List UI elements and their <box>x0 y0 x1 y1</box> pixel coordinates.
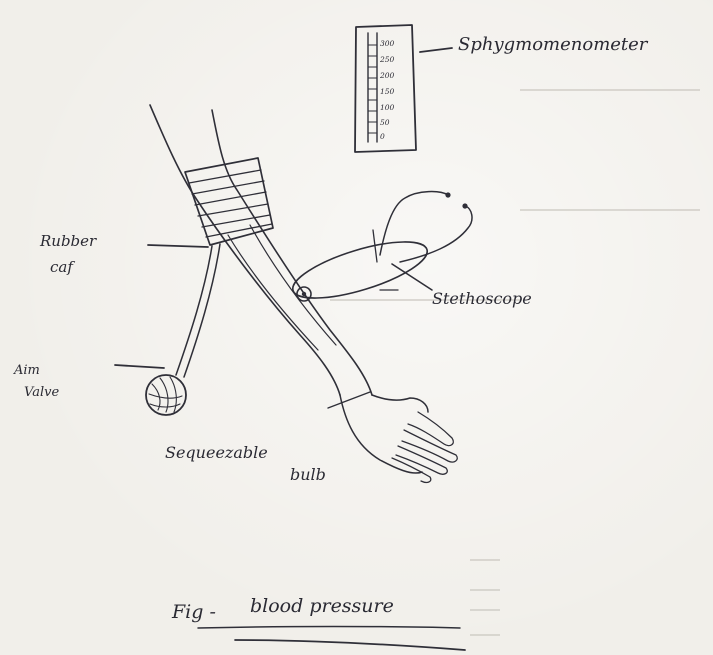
air-valve-leader-line <box>115 365 164 368</box>
air-valve-label-line2: Valve <box>24 385 59 400</box>
stethoscope-label: Stethoscope <box>432 289 532 308</box>
scale-tick: 250 <box>379 55 395 64</box>
scale-tick: 100 <box>380 103 395 112</box>
mercury-column-segments <box>368 45 377 133</box>
hand-sketch <box>340 395 457 482</box>
air-valve-label-line1: Aim <box>13 363 40 378</box>
rubber-cuff-label-line1: Rubber <box>39 232 97 250</box>
squeezable-bulb <box>146 375 186 415</box>
scale-tick: 0 <box>380 132 385 141</box>
sphygmomanometer-gauge: 300 250 200 150 100 50 0 <box>355 25 416 152</box>
sphygmomanometer-leader-line <box>420 48 452 52</box>
rubber-cuff-leader-line <box>148 245 208 247</box>
scale-tick: 150 <box>380 87 395 96</box>
gauge-scale: 300 250 200 150 100 50 0 <box>379 39 395 141</box>
paper-bleed-through <box>330 90 700 635</box>
caption-title: blood pressure <box>250 595 394 617</box>
caption-prefix: Fig - <box>171 601 216 623</box>
scale-tick: 300 <box>380 39 395 48</box>
scale-tick: 200 <box>379 71 395 80</box>
rubber-cuff-label-line2: caf <box>50 258 75 276</box>
scale-tick: 50 <box>380 118 390 127</box>
bulb-label-line1: Sequeezable <box>165 443 268 462</box>
sphygmomanometer-label: Sphygmomenometer <box>458 34 649 55</box>
figure-caption: Fig - blood pressure <box>171 595 465 650</box>
rubber-tube <box>176 244 220 377</box>
bulb-label-line2: bulb <box>290 465 326 484</box>
